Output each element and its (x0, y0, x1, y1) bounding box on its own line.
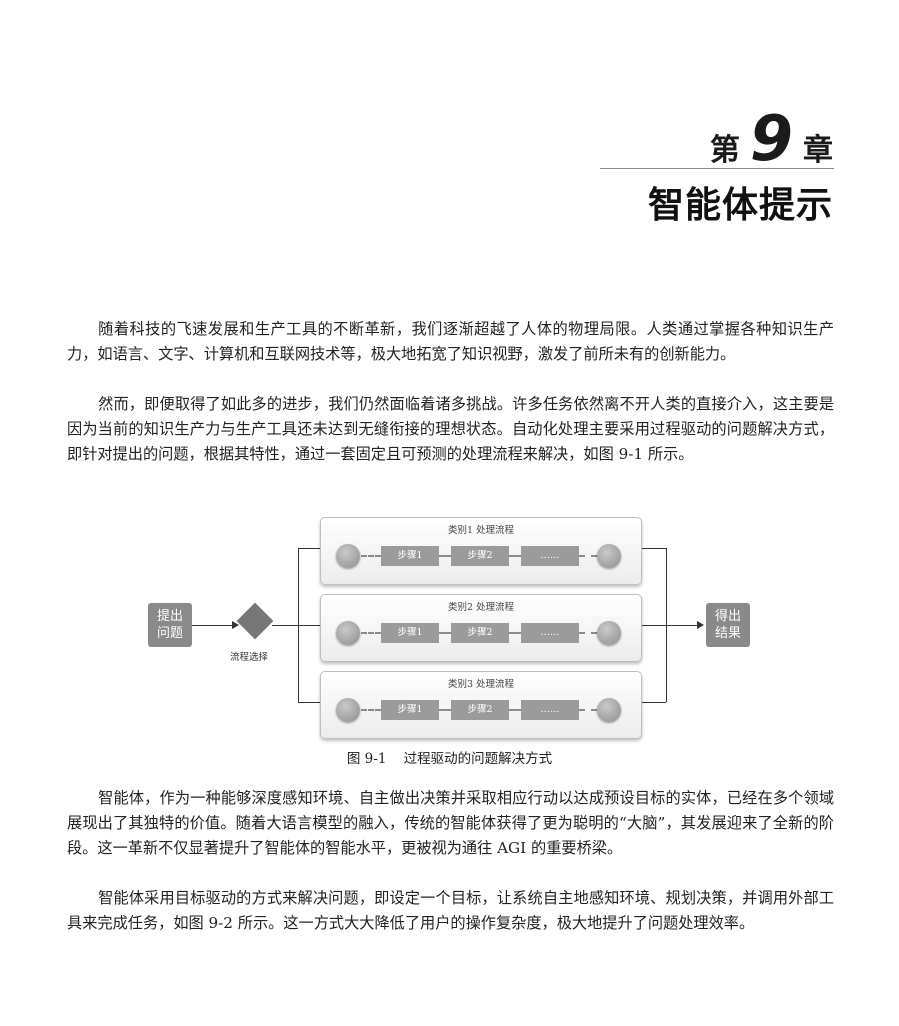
connector-line (192, 625, 236, 626)
step-box: 步骤1 (381, 623, 439, 643)
dashed-connector (439, 709, 451, 711)
end-node (597, 544, 621, 568)
dashed-connector (579, 709, 597, 711)
connector-line (642, 625, 666, 626)
figure-caption: 图 9-1 过程驱动的问题解决方式 (346, 751, 553, 767)
process-lane-1: 类别1 处理流程 步骤1 步骤2 …… (320, 517, 642, 585)
arrow-head (697, 621, 704, 629)
dashed-connector (509, 632, 521, 634)
dashed-connector (579, 632, 597, 634)
paragraph-2: 然而，即便取得了如此多的进步，我们仍然面临着诸多挑战。许多任务依然离不开人类的直… (67, 395, 834, 463)
step-box: 步骤2 (451, 623, 509, 643)
input-box: 提出 问题 (148, 603, 192, 647)
lane-title: 类别2 处理流程 (447, 602, 515, 613)
dashed-connector (361, 632, 381, 634)
lane-title: 类别1 处理流程 (447, 525, 515, 536)
process-flow-figure: 提出 问题 流程选择 类别1 处理流程 步骤1 步骤2 …… 类别2 处理流程 … (148, 515, 751, 743)
step-box: …… (521, 623, 579, 643)
dashed-connector (509, 555, 521, 557)
chapter-suffix: 章 (803, 133, 833, 168)
step-box: 步骤1 (381, 700, 439, 720)
dashed-connector (361, 555, 381, 557)
connector-line (642, 548, 666, 549)
start-node (336, 621, 360, 645)
step-box: 步骤1 (381, 546, 439, 566)
dashed-connector (579, 555, 597, 557)
paragraph-1: 随着科技的飞速发展和生产工具的不断革新，我们逐渐超越了人体的物理局限。人类通过掌… (67, 320, 834, 363)
decision-label: 流程选择 (230, 652, 269, 663)
dashed-connector (439, 632, 451, 634)
chapter-divider (600, 168, 834, 169)
connector-line (642, 702, 666, 703)
arrow-head (232, 621, 239, 629)
connector-line (298, 625, 320, 626)
decision-diamond (236, 602, 274, 640)
start-node (336, 544, 360, 568)
output-box-label: 得出 结果 (714, 609, 741, 641)
dashed-connector (509, 709, 521, 711)
process-lane-2: 类别2 处理流程 步骤1 步骤2 …… (320, 594, 642, 662)
dashed-connector (361, 709, 381, 711)
end-node (597, 698, 621, 722)
connector-line (666, 625, 698, 626)
chapter-heading: 第 9 章 (710, 108, 833, 170)
start-node (336, 698, 360, 722)
step-box: …… (521, 546, 579, 566)
chapter-number-line: 第 9 章 (710, 108, 833, 170)
connector-line (272, 625, 298, 626)
step-box: 步骤2 (451, 546, 509, 566)
output-box: 得出 结果 (706, 603, 750, 647)
connector-line (298, 548, 320, 549)
connector-line (298, 702, 320, 703)
paragraph-4: 智能体采用目标驱动的方式来解决问题，即设定一个目标，让系统自主地感知环境、规划决… (67, 889, 834, 932)
paragraph-3: 智能体，作为一种能够深度感知环境、自主做出决策并采取相应行动以达成预设目标的实体… (67, 789, 834, 857)
lane-title: 类别3 处理流程 (447, 679, 515, 690)
dashed-connector (439, 555, 451, 557)
chapter-prefix: 第 (709, 133, 740, 168)
chapter-title: 智能体提示 (647, 185, 833, 226)
step-box: 步骤2 (451, 700, 509, 720)
input-box-label: 提出 问题 (156, 609, 183, 641)
process-lane-3: 类别3 处理流程 步骤1 步骤2 …… (320, 671, 642, 739)
end-node (597, 621, 621, 645)
chapter-number: 9 (749, 102, 793, 175)
step-box: …… (521, 700, 579, 720)
